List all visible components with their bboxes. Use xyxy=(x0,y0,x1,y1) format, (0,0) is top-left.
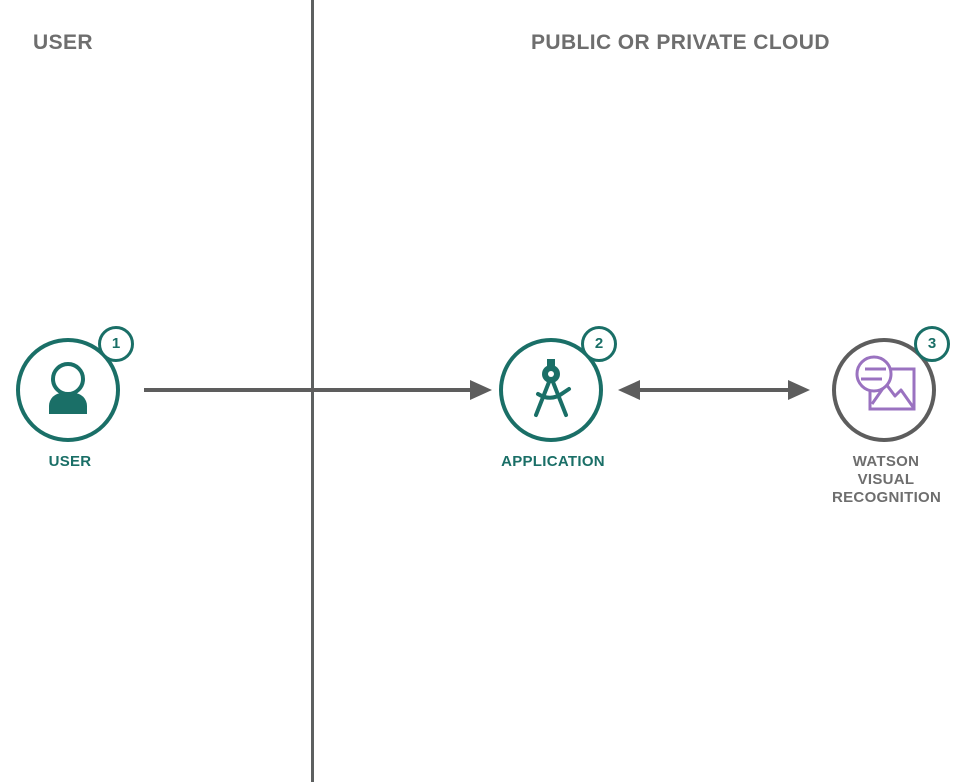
node-watson-badge: 3 xyxy=(914,326,950,362)
node-user[interactable]: 1 USER xyxy=(16,326,134,471)
node-watson-visual-recognition[interactable]: 3 WATSON VISUAL RECOGNITION xyxy=(832,326,950,507)
node-application-label: APPLICATION xyxy=(501,453,605,470)
arrow-user-to-application xyxy=(144,376,492,409)
compass-divider-icon xyxy=(516,353,586,428)
arrow-application-to-watson xyxy=(618,376,810,409)
node-user-circle[interactable]: 1 xyxy=(16,326,134,442)
node-watson-label-line-1: WATSON xyxy=(852,453,920,470)
node-application-badge: 2 xyxy=(581,326,617,362)
image-analysis-icon xyxy=(848,355,920,426)
node-user-badge: 1 xyxy=(98,326,134,362)
node-watson-circle[interactable]: 3 xyxy=(832,326,950,442)
node-application-circle[interactable]: 2 xyxy=(499,326,617,442)
node-watson-label: WATSON VISUAL RECOGNITION xyxy=(832,453,942,507)
zone-title-user: USER xyxy=(33,31,93,54)
user-avatar-icon xyxy=(33,353,103,428)
zone-title-cloud: PUBLIC OR PRIVATE CLOUD xyxy=(531,31,830,54)
node-watson-label-line-2: VISUAL xyxy=(857,471,915,488)
node-watson-label-line-3: RECOGNITION xyxy=(832,489,942,506)
node-user-label: USER xyxy=(48,453,92,470)
node-application[interactable]: 2 APPLICATION xyxy=(499,326,617,471)
